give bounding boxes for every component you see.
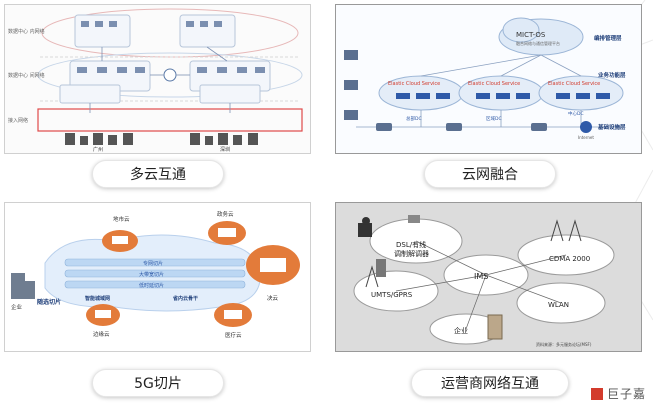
layer-orchestration: 编排管理层 bbox=[594, 34, 622, 42]
caption-multi-cloud: 多云互通 bbox=[92, 160, 224, 188]
internet-label: Internet bbox=[578, 135, 594, 140]
dc-hq: 总部DC bbox=[406, 115, 422, 122]
label-guangzhou: 广州 bbox=[93, 146, 103, 153]
enterprise-op-label: 企业 bbox=[454, 326, 468, 335]
ecs-3: Elastic Cloud Service bbox=[548, 81, 600, 87]
wlan-label: WLAN bbox=[548, 301, 569, 309]
dc-center: 中心DC bbox=[568, 110, 584, 117]
cloud-gov: 政务云 bbox=[217, 210, 234, 218]
cloud-network-diagram: MICT-OS 融合网络与通信管理平台 Elastic Cloud Servic… bbox=[335, 4, 642, 154]
multi-cloud-diagram: 数据中心 内网络 数据中心 间网络 接入网络 广州 深圳 bbox=[4, 4, 311, 154]
layer-infra: 基础设施层 bbox=[597, 123, 626, 131]
cloud-medical: 医疗云 bbox=[225, 331, 242, 339]
ecs-2: Elastic Cloud Service bbox=[468, 81, 520, 87]
caption-5g-slicing: 5G切片 bbox=[92, 369, 224, 397]
modem-label: 调制解调器 bbox=[394, 249, 429, 258]
enterprise-label: 企业 bbox=[11, 303, 23, 311]
operator-interconnect-diagram: DSL/有线 调制解调器 IMS CDMA 2000 UMTS/GPRS 企业 … bbox=[335, 202, 642, 352]
label-dc-inter: 数据中心 间网络 bbox=[8, 72, 45, 79]
brand-logo-text: 巨子嘉 bbox=[607, 387, 647, 401]
os-subtitle: 融合网络与通信管理平台 bbox=[516, 40, 560, 46]
cloud-edge: 边缘云 bbox=[93, 330, 110, 338]
layer-service: 业务功能层 bbox=[598, 71, 626, 79]
label-shenzhen: 深圳 bbox=[220, 146, 230, 153]
slice-on-demand: 随选切片 bbox=[37, 298, 61, 306]
dc-region: 区域DC bbox=[486, 115, 502, 122]
caption-cloud-network: 云网融合 bbox=[424, 160, 556, 188]
source-note: 资料来源：多元服务论坛(MSF) bbox=[536, 341, 592, 347]
cdma-label: CDMA 2000 bbox=[549, 255, 590, 263]
os-title: MICT-OS bbox=[516, 31, 546, 39]
brand-logo-icon bbox=[591, 387, 603, 400]
caption-operator-interconnect: 运营商网络互通 bbox=[411, 369, 569, 397]
slice-latency: 低时延切片 bbox=[139, 282, 164, 289]
cloud-city: 地市云 bbox=[113, 215, 130, 223]
cloud-decision: 决云 bbox=[267, 294, 279, 302]
umts-label: UMTS/GPRS bbox=[371, 291, 413, 299]
metro-net: 智能城域网 bbox=[85, 295, 110, 302]
5g-slicing-diagram: 专网切片 大带宽切片 低时延切片 地市云 政务云 决云 医疗云 边缘云 企业 随… bbox=[4, 202, 311, 352]
ecs-1: Elastic Cloud Service bbox=[388, 81, 440, 87]
dsl-label: DSL/有线 bbox=[396, 240, 426, 249]
slice-bandwidth: 大带宽切片 bbox=[139, 271, 164, 278]
label-dc-internal: 数据中心 内网络 bbox=[8, 28, 45, 35]
slice-private: 专网切片 bbox=[143, 260, 163, 267]
backbone: 省内云骨干 bbox=[172, 295, 198, 302]
label-access: 接入网络 bbox=[8, 117, 28, 124]
ims-label: IMS bbox=[474, 272, 488, 281]
brand-logo: 巨子嘉 bbox=[591, 385, 646, 402]
